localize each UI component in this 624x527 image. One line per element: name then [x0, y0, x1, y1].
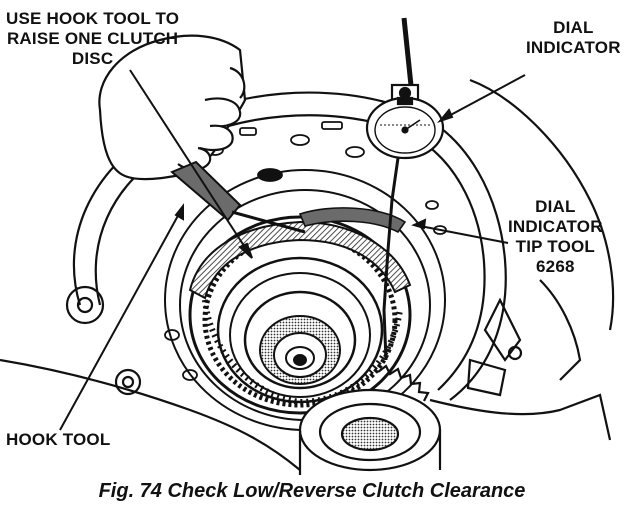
hook-instruction-line-3: DISC	[71, 49, 114, 68]
figure-caption: Fig. 74 Check Low/Reverse Clutch Clearan…	[98, 480, 526, 502]
dial-indicator-gauge	[365, 17, 445, 160]
tip-tool-line-3: TIP TOOL	[515, 237, 596, 256]
clutch-disc-pack	[188, 220, 412, 300]
tip-tool-line-4: 6268	[536, 257, 575, 276]
input-shaft-hub	[259, 315, 341, 385]
hook-tool-handle	[170, 160, 242, 222]
dial-indicator-tip-tool-label: DIAL INDICATOR TIP TOOL 6268	[508, 197, 603, 277]
dial-indicator-label: DIAL INDICATOR	[526, 18, 621, 58]
hook-tool-instruction-label: USE HOOK TOOL TO RAISE ONE CLUTCH DISC	[6, 9, 179, 69]
hook-tool-shaft	[231, 210, 306, 234]
hook-instruction-line-1: USE HOOK TOOL TO	[6, 9, 180, 28]
technician-hand	[98, 34, 247, 181]
dial-indicator-line-1: DIAL	[553, 18, 594, 37]
tip-tool-line-2: INDICATOR	[508, 217, 603, 236]
raised-clutch-disc	[298, 207, 407, 234]
reaction-gear	[377, 364, 430, 402]
hook-tool-label: HOOK TOOL	[6, 430, 110, 450]
hook-tool-line-1: HOOK TOOL	[6, 430, 111, 449]
transmission-case	[0, 78, 615, 471]
tip-tool-line-1: DIAL	[535, 197, 576, 216]
output-housing	[298, 388, 442, 475]
hook-instruction-line-2: RAISE ONE CLUTCH	[6, 29, 179, 48]
leader-lines	[59, 69, 526, 431]
dial-indicator-line-2: INDICATOR	[526, 38, 621, 57]
dial-tip-tool	[382, 157, 400, 361]
